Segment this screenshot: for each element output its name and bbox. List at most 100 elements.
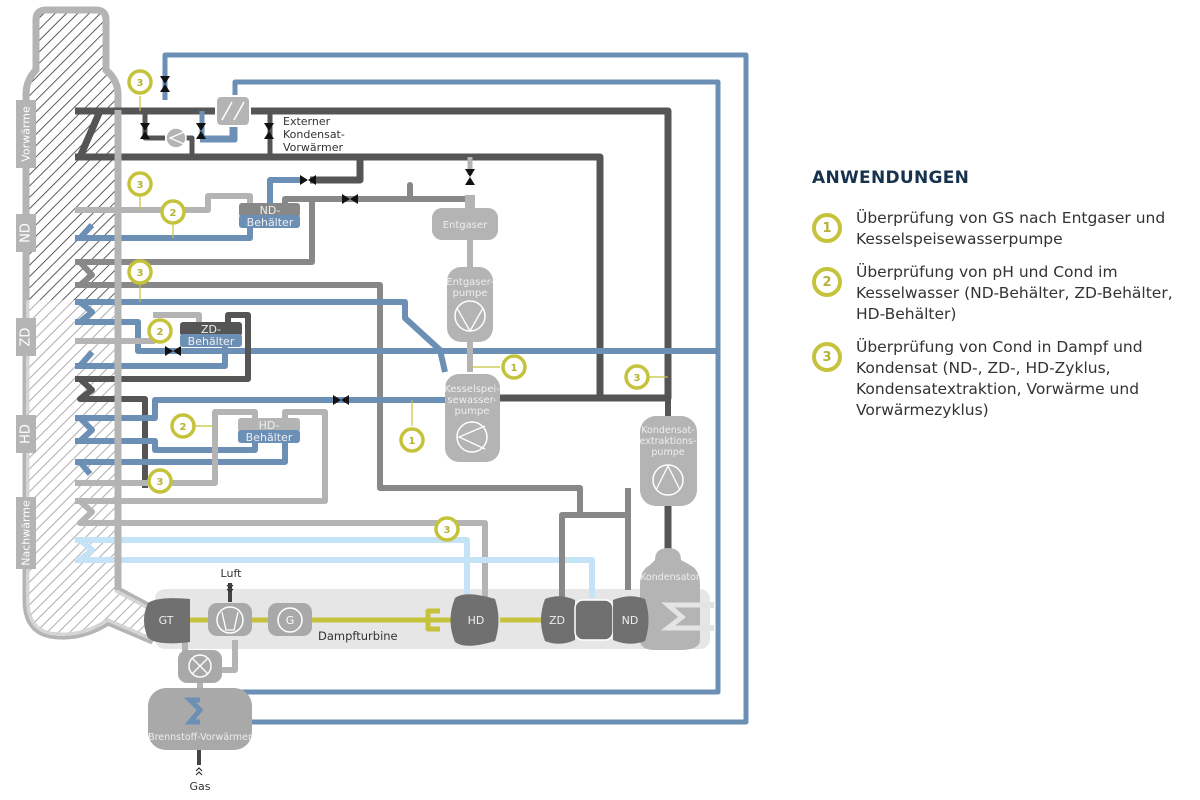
valve-icon <box>465 169 475 185</box>
section-hd: HD <box>19 424 34 444</box>
zd-vessel-label-1: ZD- <box>201 323 221 336</box>
svg-text:3: 3 <box>157 477 164 488</box>
hd-vessel-label-1: HD- <box>259 419 280 432</box>
section-nd: ND <box>19 223 34 243</box>
valve-icon <box>196 123 206 139</box>
extraction-pump-label-3: pumpe <box>651 447 684 458</box>
compressor <box>208 603 252 636</box>
compressor-icon <box>216 606 244 634</box>
degasser-pump-label-2: pumpe <box>453 288 488 299</box>
hp-turbine: HD <box>450 594 499 646</box>
svg-text:3: 3 <box>137 78 144 89</box>
marker-3: 3 <box>147 468 173 494</box>
legend-item: 1 Überprüfung von GS nach Entga­ser und … <box>812 208 1192 250</box>
legend-title: ANWENDUNGEN <box>812 168 970 188</box>
marker-3: 3 <box>127 171 153 210</box>
nd-vessel-label-2: Behälter <box>247 216 294 229</box>
combustion-chamber <box>178 650 222 683</box>
legend: ANWENDUNGEN 1 Überprüfung von GS nach En… <box>812 168 1192 433</box>
marker-1: 1 <box>399 400 425 453</box>
marker-2: 2 <box>170 413 213 439</box>
valve-icon <box>160 76 170 92</box>
generator-icon <box>277 607 303 633</box>
valve-icon <box>300 175 316 185</box>
svg-text:3: 3 <box>444 525 451 536</box>
valve-icon <box>165 346 181 356</box>
fuel-preheater-label: Brennstoff-Vorwärmer <box>148 732 252 743</box>
hp-turbine-label: HD <box>468 614 485 627</box>
section-nachwaerme: Nachwärme <box>20 500 33 566</box>
ip-lp-turbine: ZD ND <box>541 596 649 644</box>
gas-turbine: GT <box>144 598 190 644</box>
boiler-feed-pump: Kesselspei- sewasser- pumpe <box>444 374 500 462</box>
marker-3: 3 <box>127 69 153 111</box>
degasser-pump: Entgaser- pumpe <box>446 267 494 342</box>
nd-vessel-label-1: ND- <box>260 204 281 217</box>
pipes <box>75 52 749 765</box>
marker-2: 2 <box>160 199 186 238</box>
valve-icon <box>264 123 274 139</box>
degasser-pump-label-1: Entgaser- <box>446 277 494 288</box>
svg-text:1: 1 <box>511 363 518 374</box>
gas-inlet-arrow-icon <box>195 767 203 776</box>
condenser-coil-icon <box>660 602 710 631</box>
ip-turbine-label: ZD <box>549 614 565 627</box>
feed-pump-label-2: sewasser- <box>447 395 497 406</box>
marker-3: 3 <box>434 516 460 542</box>
external-preheater-label-2: Kondensat- <box>283 128 345 141</box>
steam-turbine-label: Dampfturbine <box>318 629 398 643</box>
pipe-blue-outer <box>162 52 749 725</box>
zd-vessel-label-2: Behälter <box>188 335 235 348</box>
svg-text:2: 2 <box>180 422 187 433</box>
legend-badge-1: 1 <box>812 213 842 243</box>
marker-3: 3 <box>127 259 153 302</box>
legend-text: Überprüfung von pH und Cond im Kesselwas… <box>856 263 1173 323</box>
legend-badge-3: 3 <box>812 342 842 372</box>
legend-text: Überprüfung von Cond in Dampf und Konden… <box>856 338 1143 419</box>
legend-badge-2: 2 <box>812 267 842 297</box>
legend-text: Überprüfung von GS nach Entga­ser und Ke… <box>856 209 1166 248</box>
section-zd: ZD <box>19 328 34 347</box>
hd-vessel-label-2: Behälter <box>246 431 293 444</box>
valve-icon <box>140 123 150 139</box>
generator: G <box>268 603 312 636</box>
degasser-label: Entgaser <box>443 220 488 231</box>
valves <box>140 76 475 405</box>
svg-text:2: 2 <box>157 327 164 338</box>
heat-exchanger-icon <box>215 95 251 127</box>
svg-text:1: 1 <box>409 436 416 447</box>
external-preheater: Externer Kondensat- Vorwärmer <box>165 95 345 154</box>
marker-2: 2 <box>147 318 173 344</box>
extraction-pump-label-2: extraktions- <box>640 436 697 447</box>
extraction-pump-label-1: Kondensat- <box>641 425 694 436</box>
external-preheater-label-1: Externer <box>283 115 331 128</box>
measurement-markers: 3 3 2 3 2 2 3 1 1 3 3 <box>127 69 668 542</box>
valve-icon <box>333 395 349 405</box>
fuel-preheater: Brennstoff-Vorwärmer <box>148 688 252 750</box>
legend-item: 2 Überprüfung von pH und Cond im Kesselw… <box>812 262 1192 325</box>
gas-turbine-label: GT <box>159 614 174 627</box>
zd-vessel: ZD- Behälter <box>180 322 242 348</box>
feed-pump-label-3: pumpe <box>455 406 490 417</box>
boiler-section-labels: Vorwärme ND ZD HD Nachwärme <box>16 100 36 569</box>
nd-vessel: ND- Behälter <box>239 203 300 229</box>
lp-turbine-label: ND <box>622 614 639 627</box>
gas-inlet-label: Gas <box>190 780 211 793</box>
generator-label: G <box>286 614 295 627</box>
air-inlet-arrow-icon <box>226 584 234 593</box>
air-inlet-label: Luft <box>221 567 243 580</box>
condensate-extraction-pump: Kondensat- extraktions- pumpe <box>640 416 697 506</box>
svg-text:3: 3 <box>634 373 641 384</box>
marker-1: 1 <box>472 354 527 380</box>
svg-text:2: 2 <box>170 208 177 219</box>
degasser: Entgaser <box>432 195 498 240</box>
external-preheater-label-3: Vorwärmer <box>283 141 343 154</box>
condenser: Kondensator <box>640 548 710 650</box>
section-vorwaerme: Vorwärme <box>20 106 33 162</box>
condenser-label: Kondensator <box>640 572 700 583</box>
valve-icon <box>342 194 358 204</box>
svg-text:3: 3 <box>137 268 144 279</box>
legend-item: 3 Überprüfung von Cond in Dampf und Kond… <box>812 337 1192 421</box>
svg-text:3: 3 <box>137 180 144 191</box>
